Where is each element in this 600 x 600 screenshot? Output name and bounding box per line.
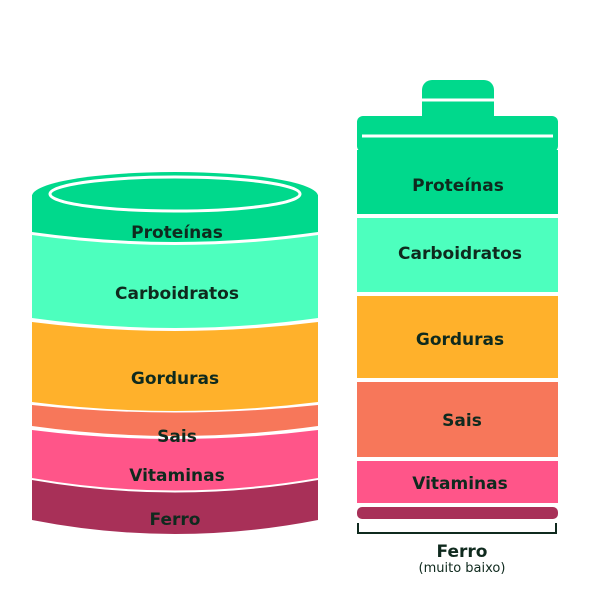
- carton-layer-carboidratos: [357, 218, 558, 292]
- carton-label-vitaminas: Vitaminas: [412, 474, 508, 494]
- can-layer-sais: [32, 405, 318, 436]
- carton-ferro-note: (muito baixo): [419, 561, 506, 576]
- carton: Proteínas Carboidratos Gorduras Sais Vit…: [357, 80, 558, 576]
- carton-layer-ferro: [357, 507, 558, 519]
- carton-layer-sais: [357, 382, 558, 457]
- carton-label-gorduras: Gorduras: [416, 330, 504, 350]
- can-layer-ferro: [32, 480, 318, 534]
- can-label-ferro: Ferro: [150, 510, 201, 530]
- can-layer-carboidratos: [32, 235, 318, 328]
- carton-label-carboidratos: Carboidratos: [398, 244, 522, 264]
- carton-label-proteinas: Proteínas: [412, 176, 504, 196]
- carton-layer-vitaminas: [357, 461, 558, 503]
- can: Proteínas Carboidratos Gorduras Sais Vit…: [32, 172, 318, 534]
- can-label-carboidratos: Carboidratos: [115, 284, 239, 304]
- can-lid-rim: [48, 175, 302, 213]
- carton-shoulder: [357, 116, 558, 152]
- can-label-sais: Sais: [157, 427, 197, 447]
- can-layer-vitaminas: [32, 430, 318, 491]
- can-label-proteinas: Proteínas: [131, 223, 223, 243]
- can-label-vitaminas: Vitaminas: [129, 466, 225, 486]
- carton-layer-proteinas: [357, 150, 558, 214]
- can-lid: [32, 172, 318, 220]
- carton-label-sais: Sais: [442, 411, 482, 431]
- can-label-gorduras: Gorduras: [131, 369, 219, 389]
- carton-label-ferro: Ferro: [437, 542, 488, 562]
- can-layer-gorduras: [32, 322, 318, 411]
- carton-layer-gorduras: [357, 296, 558, 378]
- ferro-bracket: [357, 523, 557, 534]
